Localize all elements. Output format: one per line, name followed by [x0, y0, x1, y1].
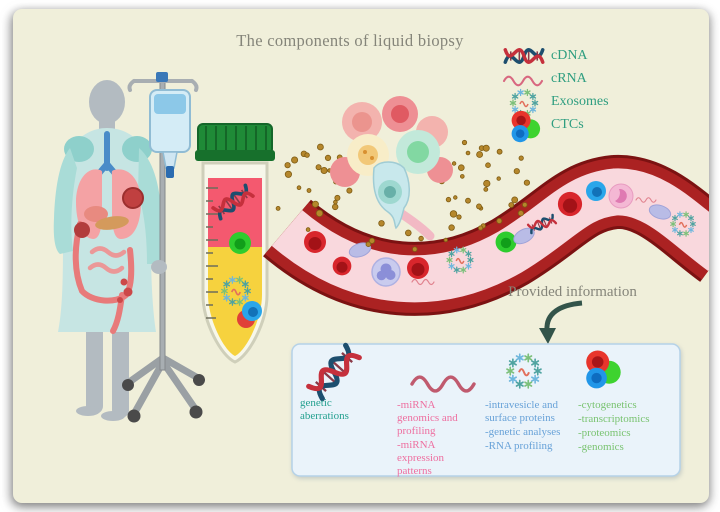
particle-dot [449, 210, 458, 218]
particle-dot [316, 143, 324, 151]
iv-stand-base [124, 354, 202, 418]
patient-arm [53, 148, 77, 254]
lung-tumor-icon [122, 187, 144, 209]
tube-graduations [206, 187, 218, 319]
patient-figure [53, 80, 162, 421]
particle-dot [404, 229, 412, 237]
particle-dot [465, 197, 471, 204]
particle-dot [346, 187, 353, 194]
particle-dot [284, 170, 292, 178]
info-column-genetic-aberrations: genetic aberrations [300, 397, 349, 422]
particle-dot [443, 237, 448, 243]
particle-dot [482, 144, 490, 152]
particle-dot [332, 203, 339, 211]
small-intestine-icon [87, 246, 127, 274]
tube-cap [195, 123, 275, 161]
particle-dot [418, 235, 424, 242]
particle-dot [445, 196, 452, 203]
particle-dot [523, 179, 531, 186]
particle-dot [334, 194, 341, 201]
particle-dot [477, 225, 484, 231]
particle-dot [304, 152, 310, 158]
provided-information-label: Provided information [508, 284, 637, 300]
colon-tumor-icon [74, 222, 90, 238]
legend-label-cdna: cDNA [551, 48, 588, 63]
particle-dot [320, 166, 328, 174]
particle-dot [522, 202, 528, 208]
provided-info-arrow [539, 300, 583, 344]
patient-organs [72, 131, 144, 334]
particle-dot [378, 220, 385, 227]
particle-dot [517, 210, 525, 217]
centrifuge-tube [195, 123, 275, 364]
info-column-exosomes: -intravesicle and surface proteins -gene… [485, 399, 561, 452]
particle-dot [284, 162, 291, 169]
particle-dot [518, 155, 524, 161]
patient-leg [112, 320, 129, 418]
serum-layer [208, 247, 262, 356]
particle-dot [448, 224, 455, 231]
particle-dot [457, 164, 465, 172]
particle-dot [305, 227, 311, 232]
legend-label-ctcs: CTCs [551, 117, 584, 132]
particle-dot [311, 200, 319, 208]
particle-dot [496, 148, 503, 155]
blood-vessel [263, 155, 709, 316]
particle-dot [465, 150, 471, 156]
patient-hand [151, 260, 167, 274]
particle-dot [453, 195, 458, 200]
particle-dot [412, 246, 418, 252]
info-column-ctcs: -cytogenetics -transcriptomics -proteomi… [578, 399, 650, 453]
iv-stand [122, 72, 205, 423]
particle-dot [508, 202, 515, 208]
particle-dot [456, 214, 462, 220]
particle-dot [483, 179, 491, 188]
particle-dot [476, 151, 484, 158]
particle-dot [315, 164, 322, 171]
pancreas-icon [95, 216, 129, 230]
particle-dot [513, 168, 520, 175]
legend-label-exosomes: Exosomes [551, 94, 609, 109]
particle-dot [296, 185, 302, 191]
iv-bag [149, 89, 191, 178]
particle-dot [291, 156, 299, 164]
patient-leg [86, 320, 103, 414]
info-box [291, 344, 681, 477]
particle-dot [511, 196, 519, 204]
particle-dot [365, 241, 372, 248]
particle-dot [483, 186, 489, 192]
particle-dot [324, 154, 332, 161]
tumor-cell-cluster [330, 96, 453, 230]
colon-icon [72, 221, 135, 304]
patient-arm [138, 148, 162, 264]
particle-dot [451, 161, 457, 166]
legend-label-crna: cRNA [551, 71, 587, 86]
info-column-mirna: -miRNA genomics and profiling -miRNA exp… [397, 399, 458, 477]
particle-dot [459, 174, 465, 179]
liver-icon [84, 206, 108, 222]
particle-dot [333, 199, 338, 205]
particle-dot [485, 162, 491, 169]
particle-dot [496, 217, 503, 224]
particle-dot [315, 209, 324, 217]
iv-drip-port [166, 166, 174, 178]
page-title: The components of liquid biopsy [236, 31, 464, 50]
particle-dot [461, 139, 468, 146]
particle-dot [476, 203, 482, 210]
particle-dot [306, 188, 312, 193]
particle-dot [496, 176, 501, 181]
particle-dot [275, 205, 281, 211]
particle-dot [368, 237, 376, 244]
